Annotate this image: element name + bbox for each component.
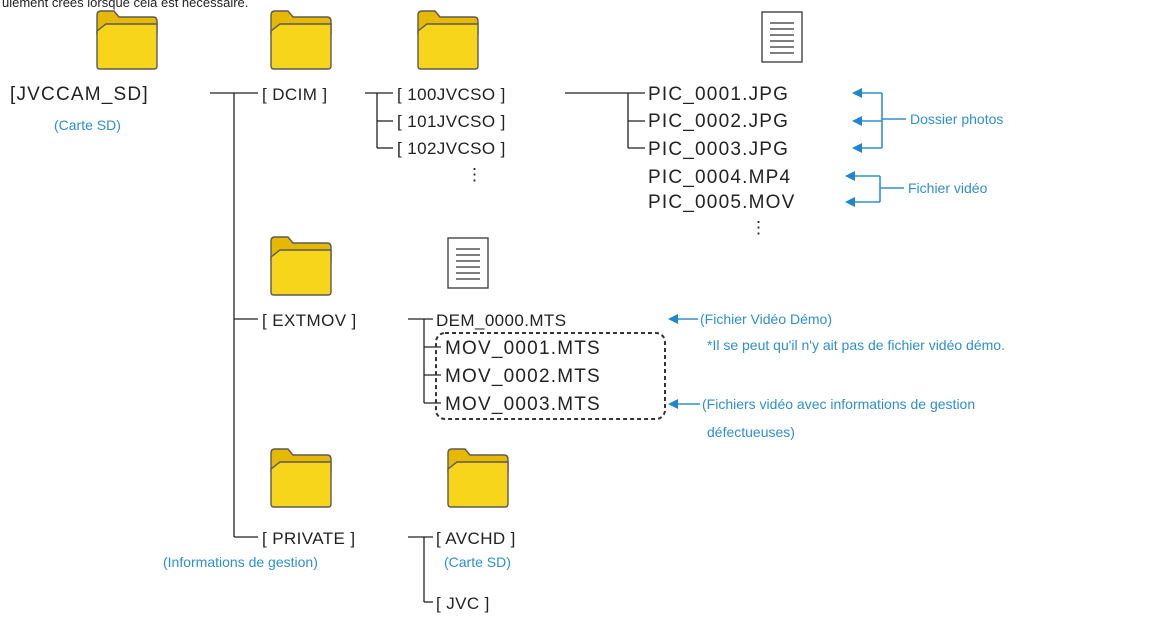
100jvcso-folder-icon <box>417 10 479 70</box>
mts-file-document-icon <box>447 237 489 289</box>
file-pic-0001: PIC_0001.JPG <box>648 84 789 105</box>
private-folder-label: [ PRIVATE ] <box>262 529 356 548</box>
jvc-folder-label: [ JVC ] <box>436 594 490 613</box>
dcim-folder-icon <box>270 10 332 70</box>
annotation-defective-line1: (Fichiers vidéo avec informations de ges… <box>702 396 975 412</box>
root-caption: (Carte SD) <box>54 117 121 133</box>
root-folder-icon <box>96 10 158 70</box>
extmov-folder-label: [ EXTMOV ] <box>262 311 357 330</box>
avchd-folder-icon <box>447 448 509 508</box>
file-mov-0003: MOV_0003.MTS <box>445 394 601 415</box>
folder-100jvcso-label: [ 100JVCSO ] <box>397 85 506 104</box>
avchd-caption: (Carte SD) <box>444 554 511 570</box>
file-pic-0003: PIC_0003.JPG <box>648 139 789 160</box>
avchd-folder-label: [ AVCHD ] <box>436 529 516 548</box>
tree-connectors <box>210 92 645 603</box>
annotation-video: Fichier vidéo <box>908 180 988 196</box>
header-fragment: ulement créés lorsque cela est nécessair… <box>2 0 248 10</box>
folder-101jvcso-label: [ 101JVCSO ] <box>397 112 506 131</box>
dcim-folders-ellipsis: ⋮ <box>466 165 483 184</box>
defective-annotation-arrow <box>668 399 700 409</box>
photos-annotation-arrows <box>852 88 906 153</box>
extmov-folder-icon <box>270 236 332 296</box>
root-folder-label: [JVCCAM_SD] <box>10 84 149 105</box>
video-annotation-arrows <box>845 171 904 207</box>
annotation-photos: Dossier photos <box>910 111 1003 127</box>
dcim-folder-label: [ DCIM ] <box>262 85 328 104</box>
file-pic-0005: PIC_0005.MOV <box>648 192 795 213</box>
demo-annotation-arrow <box>668 314 698 324</box>
file-dem-0000: DEM_0000.MTS <box>436 311 566 330</box>
annotation-defective-line2: défectueuses) <box>707 424 795 440</box>
private-folder-icon <box>270 448 332 508</box>
file-mov-0002: MOV_0002.MTS <box>445 366 601 387</box>
private-caption: (Informations de gestion) <box>163 554 318 570</box>
file-pic-0002: PIC_0002.JPG <box>648 111 789 132</box>
file-pic-0004: PIC_0004.MP4 <box>648 167 791 188</box>
mov-files-dashed-box <box>435 332 666 420</box>
file-mov-0001: MOV_0001.MTS <box>445 338 601 359</box>
annotation-demo-title: (Fichier Vidéo Démo) <box>700 311 832 327</box>
dcim-files-ellipsis: ⋮ <box>750 218 767 237</box>
pic-file-document-icon <box>761 11 803 63</box>
annotation-demo-note: *Il se peut qu'il n'y ait pas de fichier… <box>707 337 1005 353</box>
folder-102jvcso-label: [ 102JVCSO ] <box>397 139 506 158</box>
